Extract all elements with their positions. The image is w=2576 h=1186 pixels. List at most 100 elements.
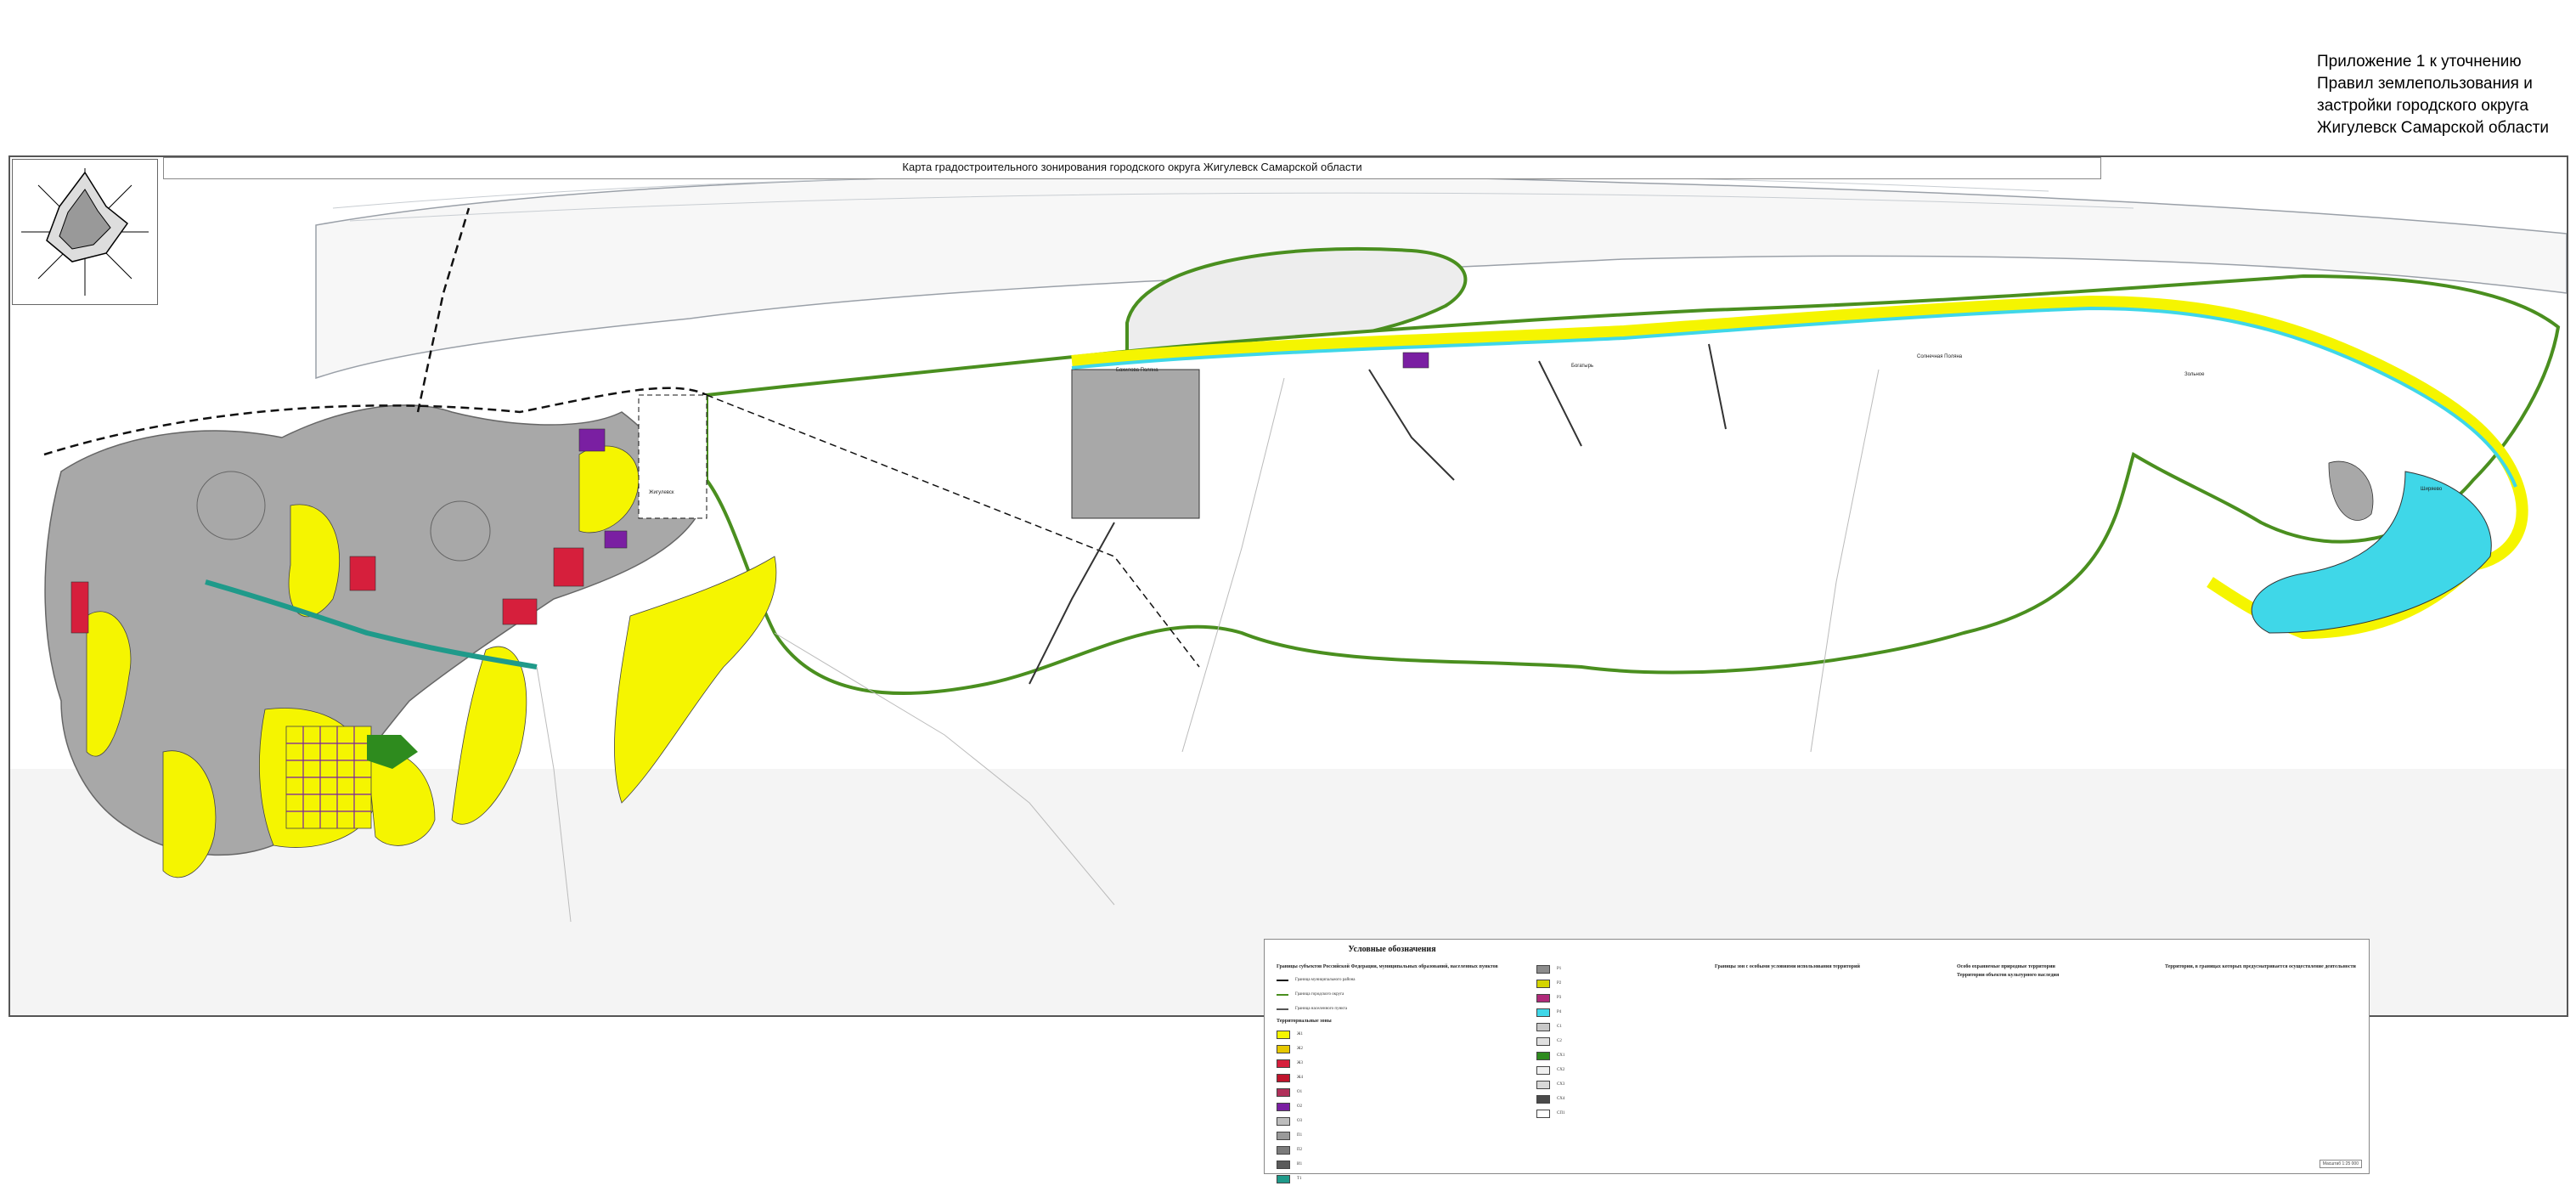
legend-heading: Территории объектов культурного наследия — [1957, 973, 2060, 978]
roads — [1029, 343, 1727, 685]
legend-swatch — [1536, 964, 1550, 974]
legend-row: Р2 — [1536, 976, 1706, 991]
legend-row: Ж4 — [1277, 1070, 1514, 1085]
legend-title: Условные обозначения — [1348, 945, 1436, 954]
place-label: Ширяево — [2421, 487, 2443, 492]
legend-column: Особо охраняемые природные территории Те… — [1957, 962, 2152, 981]
legend-row: Р4 — [1536, 1005, 1706, 1019]
zone-public — [553, 547, 584, 587]
zone-public — [502, 598, 538, 625]
legend-swatch — [1536, 1008, 1550, 1017]
district-boundary — [43, 387, 707, 456]
legend-swatch — [1277, 1116, 1290, 1126]
legend-code: Р4 — [1557, 1010, 1562, 1014]
legend-row: Граница муниципального района — [1277, 973, 1514, 987]
legend-row: СХ4 — [1536, 1092, 1706, 1106]
legend-row: СХ1 — [1536, 1048, 1706, 1063]
legend-code: Ж1 — [1297, 1032, 1303, 1036]
legend-row: С2 — [1536, 1034, 1706, 1048]
minor-roads — [536, 369, 1880, 923]
legend-row: СХ3 — [1536, 1077, 1706, 1092]
legend-row: О2 — [1277, 1099, 1514, 1114]
legend-row: О1 — [1277, 1085, 1514, 1099]
zone-public — [70, 581, 89, 634]
legend-swatch — [1536, 1036, 1550, 1046]
water-bay — [2251, 471, 2492, 634]
legend-row: П1 — [1277, 1128, 1514, 1143]
legend-heading: Границы субъектов Российской Федерации, … — [1277, 964, 1498, 969]
legend-swatch — [1277, 1044, 1290, 1053]
legend-swatch — [1277, 1087, 1290, 1097]
wind-rose-inset — [12, 159, 158, 305]
zone-gray-block — [2328, 460, 2374, 521]
legend-code: П1 — [1297, 1133, 1303, 1138]
district-boundary — [706, 394, 1200, 668]
urban-district-gray — [44, 404, 699, 856]
legend-swatch — [1277, 1131, 1290, 1140]
legend-column: Границы зон с особыми условиями использо… — [1715, 962, 1944, 973]
legend-heading: Особо охраняемые природные территории — [1957, 964, 2055, 969]
legend-code: П2 — [1297, 1148, 1303, 1152]
map-title-box: Карта градостроительного зонирования гор… — [163, 157, 2101, 179]
zone-forest — [367, 735, 418, 769]
legend-swatch — [1536, 979, 1550, 988]
legend-code: О2 — [1297, 1104, 1303, 1109]
legend-row: П2 — [1277, 1143, 1514, 1157]
quarry-ring — [430, 500, 491, 562]
legend-swatch — [1277, 1145, 1290, 1155]
legend-swatch — [1536, 1094, 1550, 1104]
legend-code: СХ2 — [1557, 1068, 1565, 1072]
legend-row: Ж2 — [1277, 1042, 1514, 1056]
legend-code: И1 — [1297, 1162, 1303, 1166]
zone-residential — [366, 749, 436, 846]
legend-row: Ж1 — [1277, 1027, 1514, 1042]
place-label: Богатырь — [1571, 364, 1594, 369]
legend-heading: Границы зон с особыми условиями использо… — [1715, 964, 1860, 969]
coastal-residential-strip — [1071, 295, 2528, 640]
legend-swatch — [1277, 1160, 1290, 1169]
legend-swatch — [1277, 1073, 1290, 1082]
legend-code: Ж3 — [1297, 1061, 1303, 1065]
legend-row: О3 — [1277, 1114, 1514, 1128]
coastal-water-strip — [1071, 306, 2517, 488]
zone-industrial — [1402, 352, 1429, 369]
legend-column: Территории, в границах которых предусмат… — [2165, 962, 2356, 973]
zone-residential — [162, 750, 217, 878]
legend-column: Границы субъектов Российской Федерации, … — [1277, 962, 1514, 1186]
legend-code: Р2 — [1557, 981, 1562, 986]
annex-line: Жигулевск Самарской области — [2317, 119, 2550, 137]
legend-swatch — [1536, 1051, 1550, 1060]
town-grid — [285, 726, 372, 829]
legend-swatch — [1277, 1059, 1290, 1068]
legend-swatch — [1277, 1030, 1290, 1039]
legend-row: Т1 — [1277, 1172, 1514, 1186]
legend-code: Ж2 — [1297, 1047, 1303, 1051]
legend-code: Т1 — [1297, 1177, 1302, 1181]
zone-residential — [288, 504, 340, 618]
zone-gray-block — [1071, 369, 1200, 519]
legend-swatch — [1536, 993, 1550, 1002]
zone-residential — [614, 556, 777, 804]
legend-row: СП1 — [1536, 1106, 1706, 1121]
legend-row: И1 — [1277, 1157, 1514, 1172]
legend-code: СХ4 — [1557, 1097, 1565, 1101]
legend-code: О3 — [1297, 1119, 1303, 1123]
legend-code: СХ1 — [1557, 1053, 1565, 1058]
zone-industrial — [604, 530, 628, 549]
zone-public — [349, 556, 376, 591]
legend-row: С1 — [1536, 1019, 1706, 1034]
map-frame: Карта градостроительного зонирования гор… — [8, 155, 2568, 1183]
zone-residential — [451, 646, 527, 825]
scale-stamp: Масштаб 1:25 000 — [2319, 1160, 2362, 1168]
legend-code: С1 — [1557, 1025, 1562, 1029]
water-channel — [205, 579, 538, 669]
legend-code: Р1 — [1557, 967, 1562, 971]
legend-row: Ж3 — [1277, 1056, 1514, 1070]
legend-panel: Условные обозначения Границы субъектов Р… — [1264, 939, 2370, 1183]
legend-row: Р3 — [1536, 991, 1706, 1005]
legend-row: Р1 — [1536, 962, 1706, 976]
zoning-map — [10, 172, 2567, 1015]
